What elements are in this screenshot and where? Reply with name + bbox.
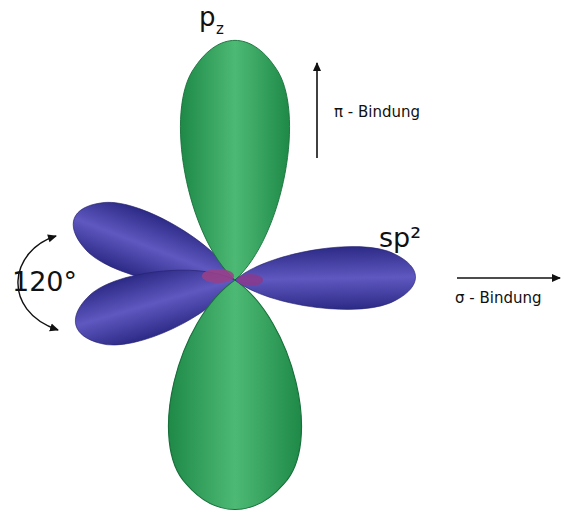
pz-lobe xyxy=(168,280,301,510)
bond-label: σ - Bindung xyxy=(455,291,541,306)
sp2-lobe xyxy=(234,245,416,311)
small-lobe xyxy=(202,269,234,283)
pi-arrow xyxy=(316,63,318,158)
orbital-label: p xyxy=(199,4,216,30)
angle-label: 120° xyxy=(12,268,77,295)
orbital-label: sp² xyxy=(379,224,421,251)
sigma-arrow xyxy=(457,277,560,278)
orbital-subscript: z xyxy=(216,22,224,37)
small-lobe xyxy=(237,274,263,286)
pz-lobe xyxy=(180,40,289,280)
bond-label: π - Bindung xyxy=(334,105,420,120)
